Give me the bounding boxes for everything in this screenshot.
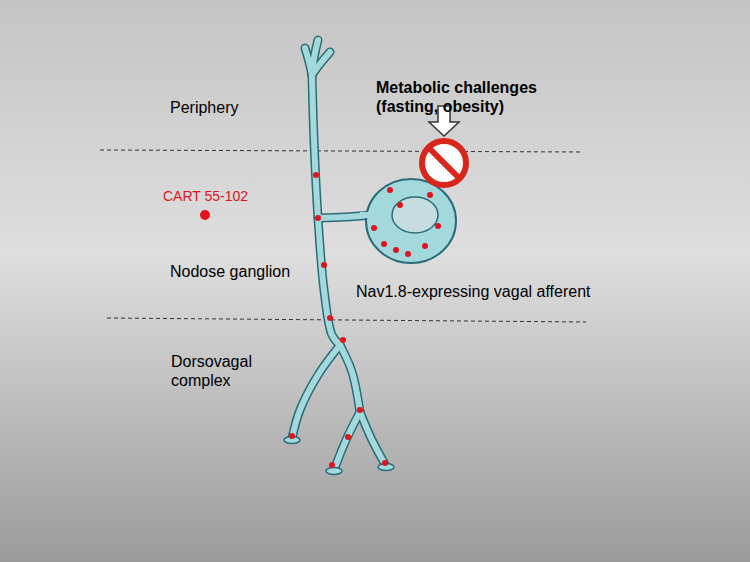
fiber-outline <box>340 345 360 412</box>
fiber <box>360 412 386 466</box>
cart-dot <box>427 192 433 198</box>
cart-dot <box>381 241 387 247</box>
cart-dot <box>313 172 319 178</box>
cart-dot <box>327 315 333 321</box>
fiber <box>292 345 340 438</box>
cart-dot <box>393 247 399 253</box>
fiber-outline <box>360 412 386 466</box>
cart-dot <box>397 202 403 208</box>
fiber-outline <box>312 75 340 345</box>
region-label: Dorsovagal complex <box>171 352 281 390</box>
terminal <box>326 468 342 475</box>
cart-dot <box>321 262 327 268</box>
no-sign-bar <box>428 147 460 179</box>
axon-join <box>360 212 372 218</box>
region-label: Periphery <box>170 98 238 117</box>
region-divider <box>107 318 586 322</box>
cart-dot <box>315 215 321 221</box>
inhibition-symbol <box>422 106 466 185</box>
cart-dot <box>340 337 346 343</box>
fiber <box>312 75 340 345</box>
peptide-label: CART 55-102 <box>163 188 248 205</box>
cart-dot <box>405 251 411 257</box>
cart-dot <box>382 460 388 466</box>
nucleus <box>392 197 438 233</box>
region-label: Nodose ganglion <box>170 262 290 281</box>
cart-dot <box>422 243 428 249</box>
cart-dot <box>357 407 363 413</box>
cart-dot <box>371 225 377 231</box>
cart-dot <box>200 210 210 220</box>
cell-body <box>366 179 456 263</box>
fiber-outline <box>334 412 360 470</box>
challenge-label: Metabolic challenges (fasting, obesity) <box>376 78 561 116</box>
region-divider <box>100 150 582 152</box>
cart-dot <box>329 462 335 468</box>
fiber <box>334 412 360 470</box>
no-sign <box>422 141 466 185</box>
cart-dot <box>345 434 351 440</box>
cart-dot <box>289 433 295 439</box>
fiber-outline <box>292 345 340 438</box>
neuron-label: Nav1.8-expressing vagal afferent <box>356 282 591 301</box>
fiber <box>340 345 360 412</box>
cart-dot <box>435 223 441 229</box>
cart-dot <box>387 187 393 193</box>
fiber <box>312 52 330 75</box>
